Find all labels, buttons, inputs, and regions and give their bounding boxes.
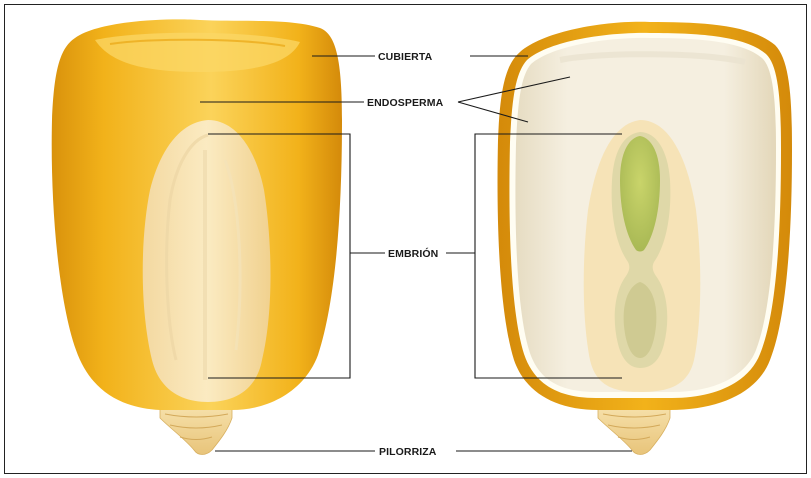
label-pilorriza: PILORRIZA [379, 446, 437, 458]
radicle [624, 282, 657, 358]
kernel-external-view [52, 19, 342, 454]
label-embrion: EMBRIÓN [388, 247, 438, 260]
label-cubierta: CUBIERTA [378, 51, 433, 63]
kernel-cross-section [498, 22, 792, 455]
label-endosperma: ENDOSPERMA [367, 97, 444, 109]
